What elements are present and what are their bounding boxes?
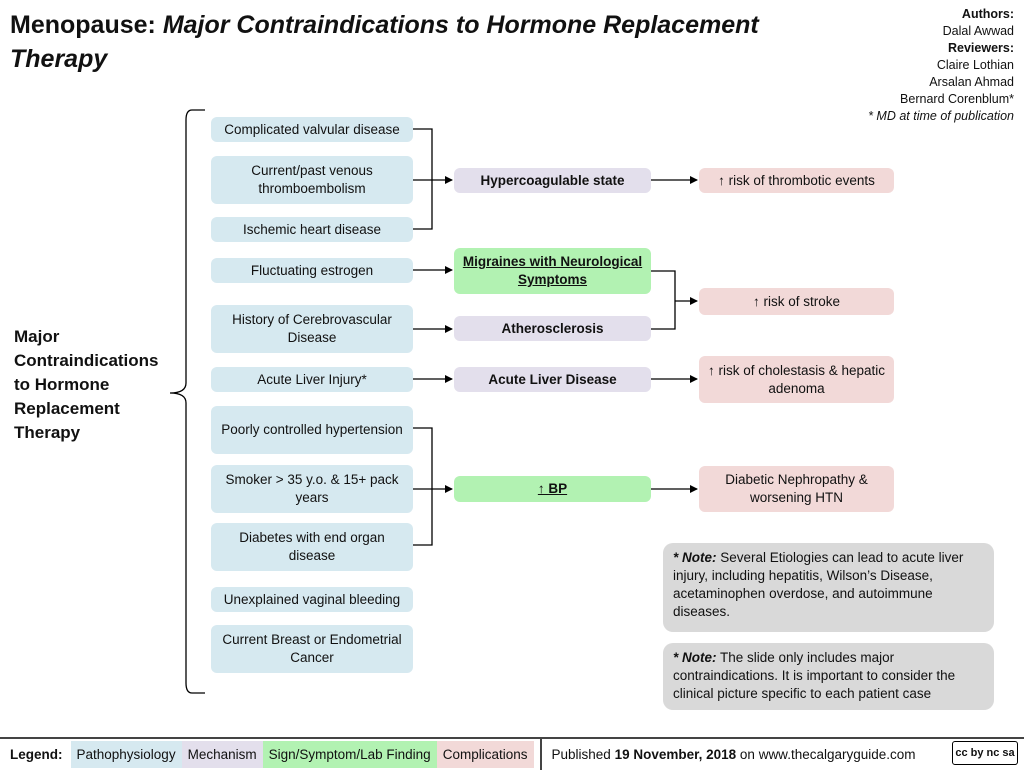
bracket-hypercoag <box>413 128 433 230</box>
bracket-bp <box>413 427 433 546</box>
sign-migraines: Migraines with Neurological Symptoms <box>454 248 651 294</box>
published-date: 19 November, 2018 <box>614 747 737 762</box>
sign-bp-text: ↑ BP <box>537 481 568 496</box>
note-label: * Note: <box>673 550 717 565</box>
complication-cholestasis: ↑ risk of cholestasis & hepatic adenoma <box>699 356 894 403</box>
patho-valvular: Complicated valvular disease <box>211 117 413 142</box>
patho-vaginal-bleeding: Unexplained vaginal bleeding <box>211 587 413 612</box>
note-major-only: * Note: The slide only includes major co… <box>663 643 994 710</box>
legend-sign: Sign/Symptom/Lab Finding <box>262 741 437 768</box>
note-liver-etiologies: * Note: Several Etiologies can lead to a… <box>663 543 994 632</box>
reviewer-name: Bernard Corenblum* <box>900 92 1014 106</box>
complication-thrombotic: ↑ risk of thrombotic events <box>699 168 894 193</box>
mechanism-acute-liver: Acute Liver Disease <box>454 367 651 392</box>
note-text: Several Etiologies can lead to acute liv… <box>673 550 964 619</box>
sign-bp: ↑ BP <box>454 476 651 502</box>
patho-ischemic: Ischemic heart disease <box>211 217 413 242</box>
published-suffix: on www.thecalgaryguide.com <box>739 747 916 762</box>
authors-block: Authors: Dalal Awwad Reviewers: Claire L… <box>774 6 1014 125</box>
patho-estrogen: Fluctuating estrogen <box>211 258 413 283</box>
patho-cancer: Current Breast or Endometrial Cancer <box>211 625 413 673</box>
reviewers-label: Reviewers: <box>947 41 1014 55</box>
legend-pathophysiology: Pathophysiology <box>70 741 182 768</box>
title-italic: Major Contraindications to Hormone Repla… <box>10 11 759 73</box>
patho-smoker: Smoker > 35 y.o. & 15+ pack years <box>211 465 413 513</box>
md-note: * MD at time of publication <box>868 109 1014 123</box>
author-name: Dalal Awwad <box>942 24 1014 38</box>
mechanism-hypercoagulable: Hypercoagulable state <box>454 168 651 193</box>
published-prefix: Published <box>551 747 611 762</box>
complication-nephropathy: Diabetic Nephropathy & worsening HTN <box>699 466 894 512</box>
reviewer-name: Arsalan Ahmad <box>929 75 1014 89</box>
mechanism-atherosclerosis: Atherosclerosis <box>454 316 651 341</box>
sign-migraines-text: Migraines with Neurological Symptoms <box>462 254 643 287</box>
patho-cerebrovascular: History of Cerebrovascular Disease <box>211 305 413 353</box>
patho-liver-injury: Acute Liver Injury* <box>211 367 413 392</box>
license-text: cc by nc sa <box>955 747 1015 759</box>
bracket-stroke <box>651 270 676 330</box>
legend-mechanism: Mechanism <box>181 741 263 768</box>
title-prefix: Menopause: <box>10 11 156 39</box>
patho-hypertension: Poorly controlled hypertension <box>211 406 413 454</box>
legend-bar: Legend: Pathophysiology Mechanism Sign/S… <box>0 737 1024 770</box>
patho-vte: Current/past venous thromboembolism <box>211 156 413 204</box>
note-label: * Note: <box>673 650 717 665</box>
reviewer-name: Claire Lothian <box>936 58 1014 72</box>
left-brace <box>169 109 205 694</box>
major-contraindications-label: Major Contraindications to Hormone Repla… <box>14 327 159 442</box>
authors-label: Authors: <box>961 7 1014 21</box>
page-title: Menopause: Major Contraindications to Ho… <box>10 8 830 76</box>
legend-label: Legend: <box>10 747 63 762</box>
note-text: The slide only includes major contraindi… <box>673 650 956 701</box>
patho-diabetes: Diabetes with end organ disease <box>211 523 413 571</box>
creative-commons-icon: cc by nc sa <box>952 741 1018 765</box>
legend-complications: Complications <box>436 741 534 768</box>
published-info: Published 19 November, 2018 on www.theca… <box>539 739 916 770</box>
complication-stroke: ↑ risk of stroke <box>699 288 894 315</box>
